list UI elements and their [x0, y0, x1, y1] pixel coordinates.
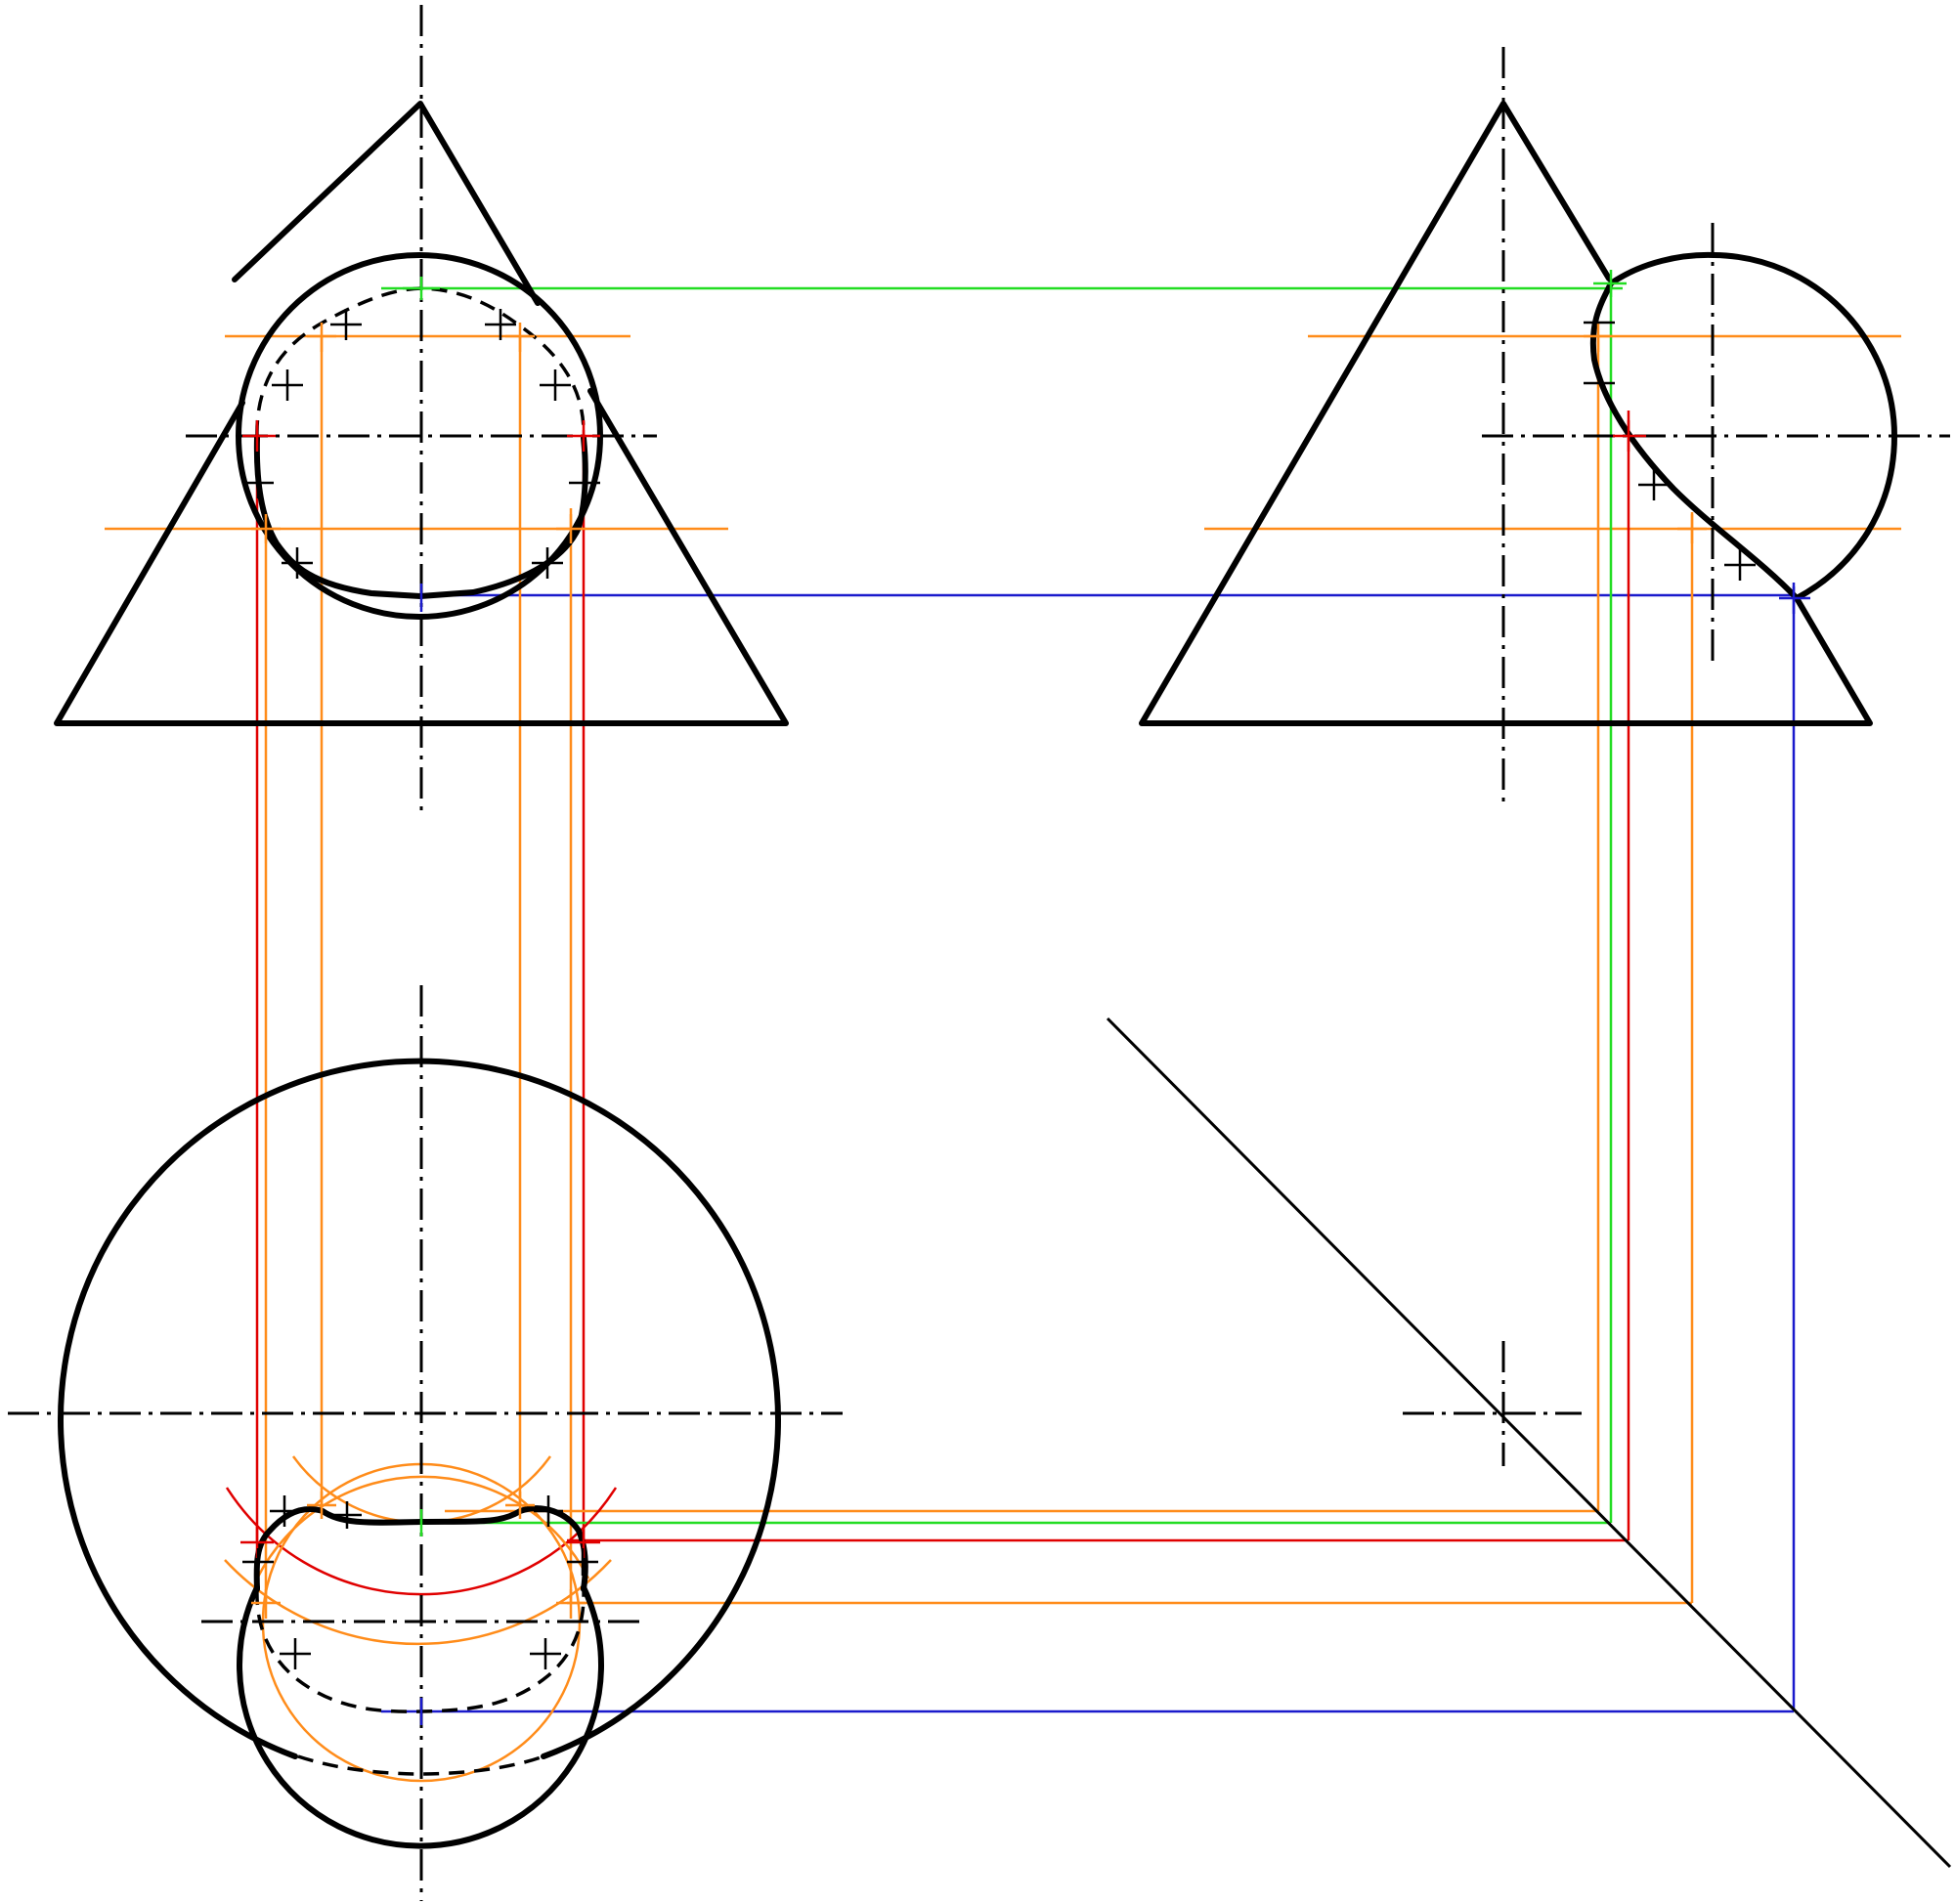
- orange-marker-top-4: [556, 1589, 586, 1619]
- red-marker-front-left: [242, 420, 276, 452]
- black-marker-front-1: [330, 309, 362, 340]
- black-marker-top-4: [242, 1548, 274, 1576]
- hidden-sphere-edge-top: [297, 1754, 544, 1776]
- red-arc: [225, 1487, 618, 1596]
- black-marker-top-1: [270, 1495, 299, 1527]
- blue-marker-side: [1779, 583, 1810, 614]
- sphere-outline-side: [1608, 251, 1897, 601]
- red-marker-front-right: [567, 420, 600, 452]
- black-marker-top-6: [280, 1638, 311, 1669]
- black-marker-top-2: [332, 1501, 362, 1529]
- black-marker-front-2: [485, 309, 516, 340]
- intersection-curve-side: [1589, 281, 1800, 601]
- red-marker-side: [1613, 420, 1646, 452]
- orange-marker-front-2: [505, 323, 535, 352]
- black-marker-front-6: [569, 467, 600, 498]
- orange-marker-front-1: [307, 323, 336, 352]
- green-marker-side: [1593, 270, 1627, 297]
- orange-marker-top-1: [307, 1492, 336, 1519]
- cone-outline-front: [54, 101, 789, 726]
- black-marker-top-7: [530, 1638, 561, 1669]
- cone-outline-side: [1139, 101, 1873, 726]
- orange-arc-2: [224, 1559, 612, 1646]
- cone-base-circle-top: [58, 1058, 781, 1759]
- black-marker-side-4: [1724, 549, 1756, 581]
- black-marker-front-4: [540, 369, 571, 401]
- sphere-outline-top: [237, 1584, 604, 1849]
- black-marker-front-7: [282, 547, 313, 579]
- point-markers: [240, 270, 1810, 1725]
- orange-marker-front-3: [251, 514, 281, 543]
- orange-marker-front-4: [556, 514, 586, 543]
- orange-marker-side-2: [1677, 514, 1707, 543]
- side-view: [1139, 101, 1897, 726]
- orange-marker-top-2: [505, 1492, 535, 1519]
- black-marker-front-3: [272, 369, 303, 401]
- orange-marker-top-3: [251, 1589, 281, 1619]
- green-marker-front: [403, 277, 440, 300]
- orange-marker-side-1: [1584, 323, 1613, 352]
- construction-lines: [105, 286, 1901, 1783]
- black-marker-front-8: [532, 547, 563, 579]
- black-marker-top-3: [534, 1495, 563, 1527]
- black-marker-top-5: [567, 1548, 598, 1576]
- black-marker-side-3: [1638, 469, 1670, 500]
- miter-line: [1106, 1017, 1952, 1869]
- black-marker-front-5: [242, 467, 274, 498]
- top-view: [58, 1058, 781, 1849]
- orange-auxiliary-circle: [261, 1462, 582, 1783]
